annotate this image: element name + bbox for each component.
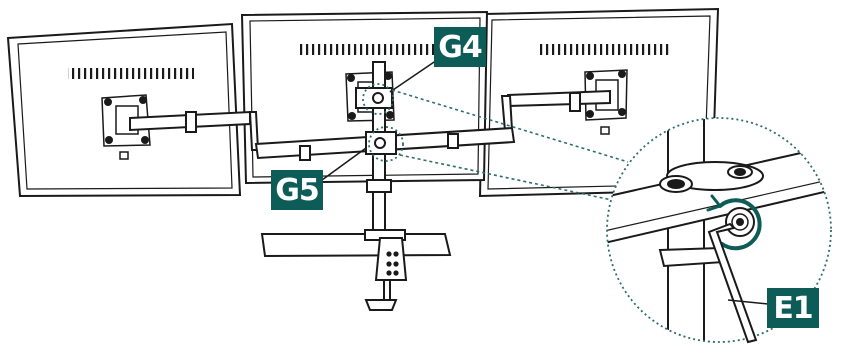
g4-leader-line bbox=[389, 57, 441, 93]
left-monitor bbox=[6, 22, 242, 198]
e1-leader-line bbox=[727, 299, 769, 305]
right-arm bbox=[500, 89, 611, 133]
allen-key-icon bbox=[707, 222, 758, 344]
g5-highlight-circle bbox=[368, 126, 404, 162]
left-arm bbox=[129, 110, 260, 151]
desk bbox=[260, 233, 452, 258]
g4-highlight-circle bbox=[362, 83, 394, 115]
zoom-guide-lines bbox=[391, 89, 629, 201]
g5-callout-bg bbox=[271, 170, 323, 210]
callout-g4: G4 bbox=[438, 29, 483, 65]
callout-g5: G5 bbox=[275, 172, 320, 208]
crossbar bbox=[254, 87, 516, 161]
callout-e1: E1 bbox=[773, 290, 813, 326]
desk-clamp bbox=[364, 229, 408, 311]
g4-callout-bg bbox=[434, 27, 486, 67]
e1-callout-bg bbox=[767, 288, 819, 328]
g5-leader-line bbox=[321, 147, 367, 181]
clockwise-rotation-arrow-icon bbox=[706, 194, 762, 251]
